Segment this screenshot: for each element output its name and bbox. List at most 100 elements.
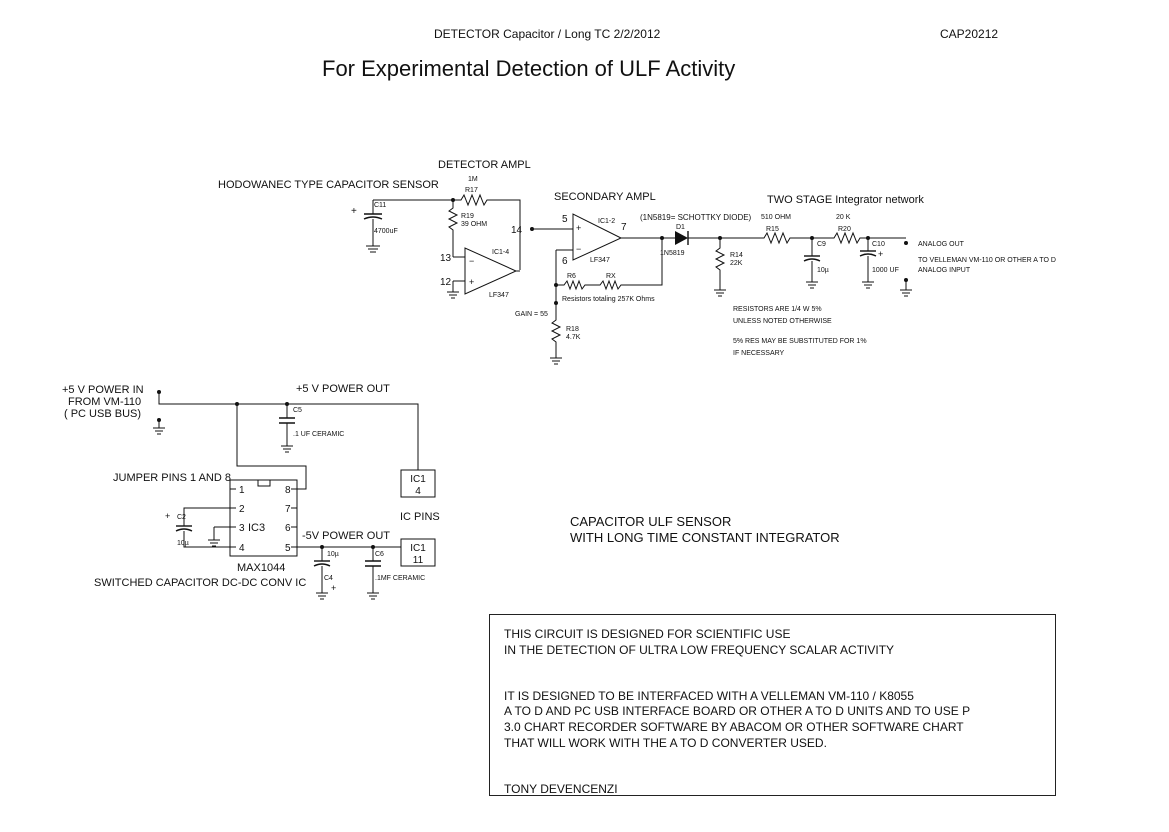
c10-capacitor: C10 + 1000 UF	[859, 238, 899, 289]
c2-name: C2	[177, 514, 186, 521]
schottky-note: (1N5819= SCHOTTKY DIODE)	[640, 213, 752, 222]
c11-value: 4700uF	[374, 228, 398, 235]
detector-ampl-label: DETECTOR AMPL	[438, 159, 531, 171]
c9-value: 10µ	[817, 267, 829, 274]
inverting-input-wire	[555, 249, 573, 303]
power-in-label-1: +5 V POWER IN	[62, 384, 144, 396]
pin-14: 14	[511, 225, 523, 236]
d1-name: D1	[676, 224, 685, 231]
c6-value: .1MF CERAMIC	[375, 575, 425, 582]
ic1-2-name: IC1-2	[598, 218, 615, 225]
d1-part: 1N5819	[660, 250, 685, 257]
pin-13: 13	[440, 253, 452, 264]
analog-out-terminal	[904, 241, 908, 245]
ic3-name: IC3	[248, 522, 265, 534]
r20-name: R20	[838, 226, 851, 233]
note-line-1: THIS CIRCUIT IS DESIGNED FOR SCIENTIFIC …	[504, 627, 791, 641]
note-author: TONY DEVENCENZI	[504, 782, 618, 796]
r6-rx-feedback: R6 RX Resistors totaling 257K Ohms	[554, 238, 663, 305]
ic1-pin11-box: IC1 11	[400, 538, 436, 567]
r14-value: 22K	[730, 260, 743, 267]
c9-name: C9	[817, 241, 826, 248]
ic3-pin-1: 1	[239, 485, 245, 496]
ic3-pin-4: 4	[239, 543, 245, 554]
svg-text:+: +	[351, 206, 357, 217]
lf347-b-label: LF347	[590, 257, 610, 264]
sensor-label: HODOWANEC TYPE CAPACITOR SENSOR	[218, 179, 439, 191]
ic1-pin4-box: IC1 4	[400, 469, 436, 498]
note-line-3: IT IS DESIGNED TO BE INTERFACED WITH A V…	[504, 689, 914, 703]
ground-terminal	[904, 278, 908, 282]
r17-value: 1M	[468, 176, 478, 183]
c6-capacitor: C6 .1MF CERAMIC	[365, 547, 425, 600]
sensor-desc-2: WITH LONG TIME CONSTANT INTEGRATOR	[570, 530, 840, 545]
output-ground	[900, 280, 912, 297]
ic3-pin-3: 3	[239, 523, 245, 534]
resistors-total-label: Resistors totaling 257K Ohms	[562, 296, 655, 303]
resistor-note-3: 5% RES MAY BE SUBSTITUTED FOR 1%	[733, 338, 867, 345]
secondary-ampl-label: SECONDARY AMPL	[554, 191, 656, 203]
c9-capacitor: C9 10µ	[803, 238, 829, 289]
ic1-bottom-name: IC1	[410, 543, 426, 554]
r18-value: 4.7K	[566, 334, 581, 341]
max-part-label: MAX1044	[237, 562, 285, 574]
c11-capacitor: + C11 4700uF	[351, 200, 398, 253]
c10-value: 1000 UF	[872, 267, 899, 274]
r15-resistor: 510 OHM R15	[720, 214, 812, 245]
svg-text:−: −	[469, 256, 474, 266]
r17-name: R17	[465, 187, 478, 194]
c11-name: C11	[374, 202, 386, 209]
pin3-ground	[208, 526, 230, 547]
r20-resistor: 20 K R20	[812, 214, 868, 245]
r19-resistor: R19 39 OHM	[447, 200, 487, 257]
note-line-2: IN THE DETECTION OF ULTRA LOW FREQUENCY …	[504, 643, 895, 657]
drawing-code: CAP20212	[940, 27, 998, 41]
header-title-line: DETECTOR Capacitor / Long TC 2/2/2012	[434, 27, 661, 41]
note-line-4: A TO D AND PC USB INTERFACE BOARD OR OTH…	[504, 704, 971, 718]
ic3-pin-2: 2	[239, 504, 245, 515]
c2-value: 10µ	[177, 540, 189, 547]
jumper-wire	[236, 404, 307, 490]
ic1-top-pin: 4	[415, 486, 421, 497]
pin-7: 7	[621, 222, 627, 233]
main-title: For Experimental Detection of ULF Activi…	[322, 56, 735, 81]
r17-resistor: 1M R17	[453, 176, 521, 270]
analog-input-label: ANALOG INPUT	[918, 267, 971, 274]
svg-text:+: +	[469, 277, 474, 287]
c4-capacitor: 10µ C4 +	[313, 547, 339, 600]
note-line-5: 3.0 CHART RECORDER SOFTWARE BY ABACOM OR…	[504, 720, 964, 734]
ic3-pin-8: 8	[285, 485, 291, 496]
power-in-label-3: ( PC USB BUS)	[64, 408, 141, 420]
svg-text:+: +	[165, 511, 170, 521]
r20-value: 20 K	[836, 214, 851, 221]
svg-text:+: +	[576, 223, 581, 233]
resistor-note-1: RESISTORS ARE 1/4 W 5%	[733, 306, 822, 313]
ic1-4-opamp: − + IC1-4 LF347 13 12	[440, 247, 518, 299]
neg-power-out-label: -5V POWER OUT	[302, 530, 390, 542]
c5-name: C5	[293, 407, 302, 414]
c5-capacitor: C5 .1 UF CERAMIC	[279, 404, 344, 453]
c6-name: C6	[375, 551, 384, 558]
c5-value: .1 UF CERAMIC	[293, 431, 344, 438]
power-in-label-2: FROM VM-110	[68, 396, 141, 408]
gain-label: GAIN = 55	[515, 311, 548, 318]
ground-terminal	[157, 418, 161, 422]
ic3-max1044: IC3 1 2 3 4 8 7 6 5	[229, 479, 298, 557]
r6-name: R6	[567, 273, 576, 280]
r15-value: 510 OHM	[761, 214, 791, 221]
ic1-4-name: IC1-4	[492, 249, 509, 256]
svg-text:+: +	[331, 583, 336, 593]
ic3-pin-6: 6	[285, 523, 291, 534]
r18-name: R18	[566, 326, 579, 333]
c4-value: 10µ	[327, 551, 339, 558]
svg-text:+: +	[878, 249, 883, 259]
c10-name: C10	[872, 241, 885, 248]
r14-name: R14	[730, 252, 743, 259]
analog-out-label: ANALOG OUT	[918, 241, 965, 248]
power-out-label: +5 V POWER OUT	[296, 383, 390, 395]
ic1-bottom-pin: 11	[413, 555, 424, 566]
ic-pins-label: IC PINS	[400, 511, 440, 523]
note-line-6: THAT WILL WORK WITH THE A TO D CONVERTER…	[504, 736, 827, 750]
